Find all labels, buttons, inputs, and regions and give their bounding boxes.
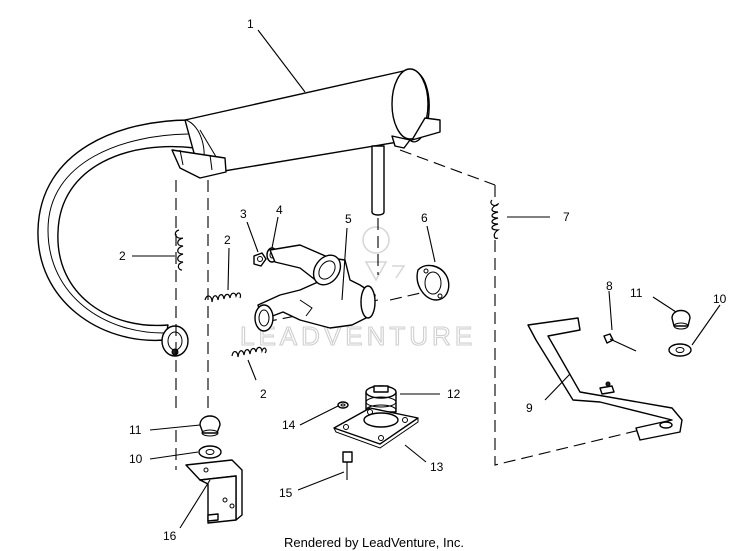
callout-15: 15 [279,486,293,500]
callout-6: 6 [421,211,428,225]
callout-10-left: 10 [129,452,143,466]
callout-5: 5 [345,212,352,226]
callout-3: 3 [240,207,247,221]
part-isolator-mount [365,385,397,416]
callout-12: 12 [447,387,461,401]
callout-9: 9 [526,401,533,415]
washer-10-right [668,343,692,357]
callout-13: 13 [430,460,444,474]
callout-7: 7 [563,210,570,224]
part-gasket [416,264,450,301]
washer-10-left [198,445,222,459]
credit-text: Rendered by LeadVenture, Inc. [284,535,464,550]
callout-14: 14 [282,418,296,432]
spring-7 [490,199,500,239]
spring-2a [174,229,184,271]
callout-4: 4 [276,203,283,217]
watermark-text: LEADVENTURE [240,321,476,351]
callout-2c: 2 [260,387,267,401]
part-screw-15 [342,451,353,480]
nut-3 [253,252,267,267]
exhaust-pipe-bend [37,119,196,342]
callouts: 1 2 2 2 3 4 5 6 7 8 9 10 11 11 10 12 13 … [119,17,727,543]
callout-11-right: 11 [630,286,643,300]
callout-1: 1 [247,17,254,31]
part-mounting-plate [333,407,419,449]
callout-2b: 2 [224,233,231,247]
watermark-logo [362,226,406,282]
leader-lines [132,29,721,529]
part-muffler [37,68,441,357]
part-exhaust-elbow [254,244,376,332]
callout-8: 8 [606,279,613,293]
part-l-bracket [185,459,243,524]
washer-14 [337,401,349,409]
callout-11-left: 11 [129,423,142,437]
spring-2b [204,292,242,303]
spring-2c [231,346,267,358]
part-screw-8 [603,333,637,352]
callout-10-right: 10 [713,292,727,306]
grommet-11-left [199,415,221,437]
callout-16: 16 [163,529,177,543]
grommet-11-right [671,309,691,330]
watermark: LEADVENTURE [239,226,476,352]
part-support-bracket [527,317,683,441]
callout-2a: 2 [119,249,126,263]
muffler-stud [371,145,385,216]
